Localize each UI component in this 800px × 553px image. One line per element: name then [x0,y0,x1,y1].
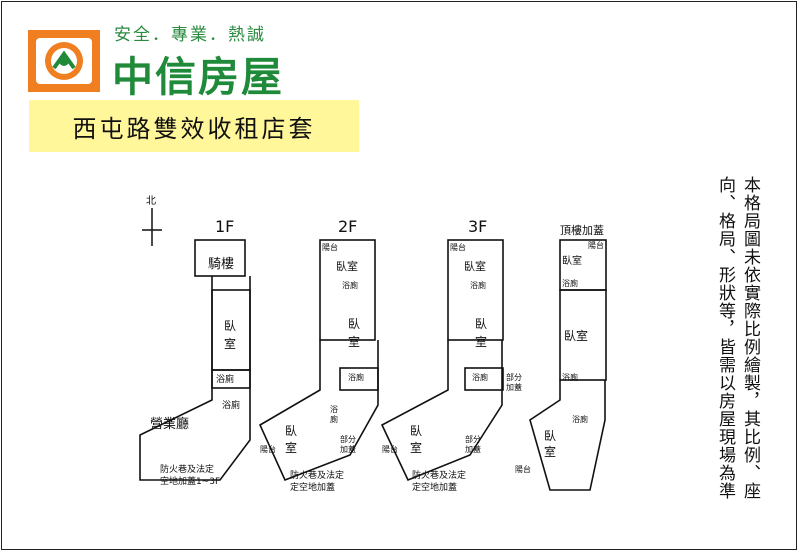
roof-bedroom-low-b: 室 [544,444,556,459]
3f-bath-mid: 浴廁 [472,372,488,382]
1f-bedroom-b: 室 [224,336,236,351]
1f-fire-lane-a: 防火巷及法定 [160,463,214,475]
2f-bath-small-a: 浴 [330,404,338,414]
compass-label: 北 [146,195,156,207]
3f-partial-c-a: 部分 [465,434,481,444]
roof-balcony-bottom: 陽台 [515,464,531,474]
2f-partial-a: 部分 [340,434,356,444]
3f-bedroom-b: 室 [475,334,487,349]
2f-bedroom-c-a: 臥 [285,424,297,438]
roof-bedroom-low-a: 臥 [544,429,556,443]
roof-bath-mid: 浴廁 [562,372,578,382]
roof-bedroom-top: 臥室 [562,254,582,267]
3f-balcony: 陽台 [450,242,466,252]
1f-bathroom-2: 浴廁 [222,399,240,411]
3f-partial-a: 部分 [506,372,522,382]
floor-2f-label: 2F [338,217,357,236]
1f-business-hall: 營業廳 [150,416,189,432]
2f-partial-b: 加蓋 [340,444,356,454]
page-title: 西屯路雙效收租店套 [72,114,316,143]
2f-bedroom-b: 室 [348,334,360,349]
floor-plan-drawing: 北 1F 騎樓 臥 室 浴廁 浴廁 營業廳 防火巷及法定 空地加蓋1~3F 2F… [139,195,607,493]
roof-bath-low: 浴廁 [572,414,588,424]
disclaimer: 本格局圖未依實際比例繪製，其比例、座 向、格局、形狀等，皆需以房屋現場為準 [712,176,762,506]
floor-2f-outline [258,239,379,482]
3f-bedroom-c-b: 室 [410,440,422,455]
floor-plan: 北 1F 騎樓 臥 室 浴廁 浴廁 營業廳 防火巷及法定 空地加蓋1~3F 2F… [120,190,640,510]
title-banner: 西屯路雙效收租店套 [29,100,359,152]
2f-bedroom-c-b: 室 [285,440,297,455]
3f-bedroom-c-a: 臥 [410,424,422,438]
3f-balcony-bottom: 陽台 [382,444,398,454]
3f-partial-b: 加蓋 [506,382,522,392]
2f-bath-small-b: 廁 [330,414,338,424]
brand-name: 中信房屋 [112,53,284,101]
brand-logo-icon [28,30,100,92]
floor-1f-outline [139,239,251,481]
disclaimer-line-1: 本格局圖未依實際比例繪製，其比例、座 [740,176,760,500]
disclaimer-line-2: 向、格局、形狀等，皆需以房屋現場為準 [715,176,735,500]
1f-fire-lane-b: 空地加蓋1~3F [160,475,220,487]
3f-bath-top: 浴廁 [470,280,486,290]
floor-roof-label: 頂樓加蓋 [560,223,604,237]
1f-bedroom-a: 臥 [224,319,236,333]
2f-bath-top: 浴廁 [342,280,358,290]
1f-bathroom: 浴廁 [216,373,234,385]
floor-roof-outline [529,239,607,491]
2f-fire-lane-a: 防火巷及法定 [290,469,344,481]
3f-bedroom-a: 臥 [475,317,487,331]
2f-fire-lane-b: 定空地加蓋 [290,481,335,493]
roof-bedroom-main: 臥室 [564,328,588,343]
3f-bedroom-top: 臥室 [464,259,486,273]
2f-bedroom-top: 臥室 [336,259,358,273]
floor-3f-label: 3F [468,217,487,236]
2f-bedroom-a: 臥 [348,317,360,331]
roof-bath-top: 浴廁 [562,278,578,288]
brand-tagline: 安全．專業．熱誠 [114,25,266,45]
roof-balcony-top: 陽台 [588,240,604,250]
floor-1f-label: 1F [215,217,234,236]
floor-3f-outline [380,239,504,482]
2f-bath-mid: 浴廁 [348,372,364,382]
compass-icon [142,208,162,246]
2f-balcony-bottom: 陽台 [260,444,276,454]
3f-fire-lane-a: 防火巷及法定 [412,469,466,481]
3f-partial-c-b: 加蓋 [465,444,481,454]
2f-balcony: 陽台 [322,242,338,252]
1f-arcade: 騎樓 [208,257,234,272]
3f-fire-lane-b: 定空地加蓋 [412,481,457,493]
